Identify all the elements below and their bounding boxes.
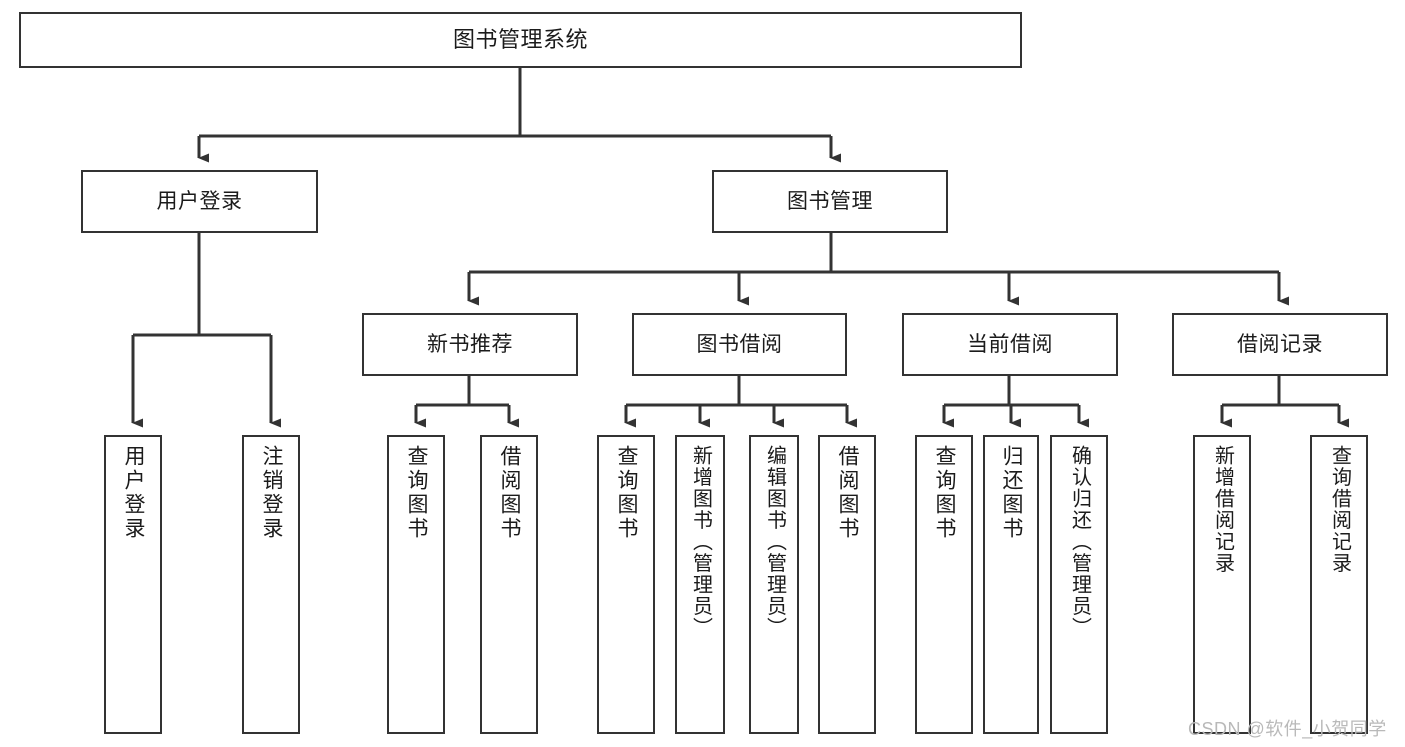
node-leaf-query-book-2[interactable]: 查询图书 xyxy=(597,435,655,734)
node-leaf-add-borrow-record[interactable]: 新增借阅记录 xyxy=(1193,435,1251,734)
watermark-text: CSDN @软件_小贺同学 xyxy=(1188,719,1387,739)
node-user-login[interactable]: 用户登录 xyxy=(81,170,318,233)
node-leaf-borrow-book-1[interactable]: 借阅图书 xyxy=(480,435,538,734)
node-book-management-label: 图书管理 xyxy=(787,189,873,213)
node-leaf-borrow-book-2[interactable]: 借阅图书 xyxy=(818,435,876,734)
node-leaf-borrow-book-2-label: 借阅图书 xyxy=(836,445,860,541)
node-leaf-user-login-label: 用户登录 xyxy=(122,445,146,541)
node-leaf-edit-book-admin[interactable]: 编辑图书（管理员） xyxy=(749,435,799,734)
node-leaf-query-book-1-label: 查询图书 xyxy=(405,445,429,541)
node-borrow-record[interactable]: 借阅记录 xyxy=(1172,313,1388,376)
node-book-borrow-label: 图书借阅 xyxy=(696,332,783,356)
node-leaf-return-book[interactable]: 归还图书 xyxy=(983,435,1039,734)
node-leaf-query-book-2-label: 查询图书 xyxy=(615,445,639,541)
node-leaf-logout-login-label: 注销登录 xyxy=(260,445,284,541)
node-leaf-user-login[interactable]: 用户登录 xyxy=(104,435,162,734)
node-leaf-add-book-admin[interactable]: 新增图书（管理员） xyxy=(675,435,725,734)
node-leaf-query-book-1[interactable]: 查询图书 xyxy=(387,435,445,734)
node-borrow-record-label: 借阅记录 xyxy=(1237,332,1323,356)
node-leaf-confirm-return-admin-label: 确认归还（管理员） xyxy=(1068,445,1091,639)
node-leaf-edit-book-admin-label: 编辑图书（管理员） xyxy=(763,445,786,639)
node-user-login-label: 用户登录 xyxy=(156,189,243,213)
node-leaf-add-borrow-record-label: 新增借阅记录 xyxy=(1211,445,1234,574)
node-leaf-add-book-admin-label: 新增图书（管理员） xyxy=(689,445,712,639)
node-book-borrow[interactable]: 图书借阅 xyxy=(632,313,847,376)
node-root-label: 图书管理系统 xyxy=(452,26,588,52)
node-root[interactable]: 图书管理系统 xyxy=(19,12,1022,68)
node-leaf-borrow-book-1-label: 借阅图书 xyxy=(498,445,522,541)
node-leaf-query-book-3[interactable]: 查询图书 xyxy=(915,435,973,734)
node-leaf-query-borrow-record[interactable]: 查询借阅记录 xyxy=(1310,435,1368,734)
node-leaf-confirm-return-admin[interactable]: 确认归还（管理员） xyxy=(1050,435,1108,734)
node-book-management[interactable]: 图书管理 xyxy=(712,170,948,233)
node-current-borrow[interactable]: 当前借阅 xyxy=(902,313,1118,376)
node-leaf-logout-login[interactable]: 注销登录 xyxy=(242,435,300,734)
node-current-borrow-label: 当前借阅 xyxy=(967,332,1053,356)
node-leaf-query-borrow-record-label: 查询借阅记录 xyxy=(1328,445,1351,574)
node-leaf-query-book-3-label: 查询图书 xyxy=(933,445,957,541)
node-new-book-recommend-label: 新书推荐 xyxy=(427,332,513,356)
node-leaf-return-book-label: 归还图书 xyxy=(1000,445,1024,541)
node-new-book-recommend[interactable]: 新书推荐 xyxy=(362,313,578,376)
